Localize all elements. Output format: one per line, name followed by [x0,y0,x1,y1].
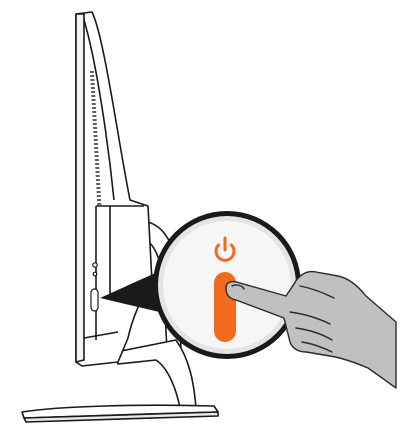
vent-slots [90,71,102,205]
status-led-icon [92,271,98,277]
power-icon [214,236,236,262]
power-button-icon[interactable] [90,288,99,312]
pointing-hand-icon [225,270,397,389]
side-controls [90,262,99,312]
usb-port-icon [92,262,98,268]
callout-pointer [100,270,168,314]
monitor-body [75,11,153,367]
